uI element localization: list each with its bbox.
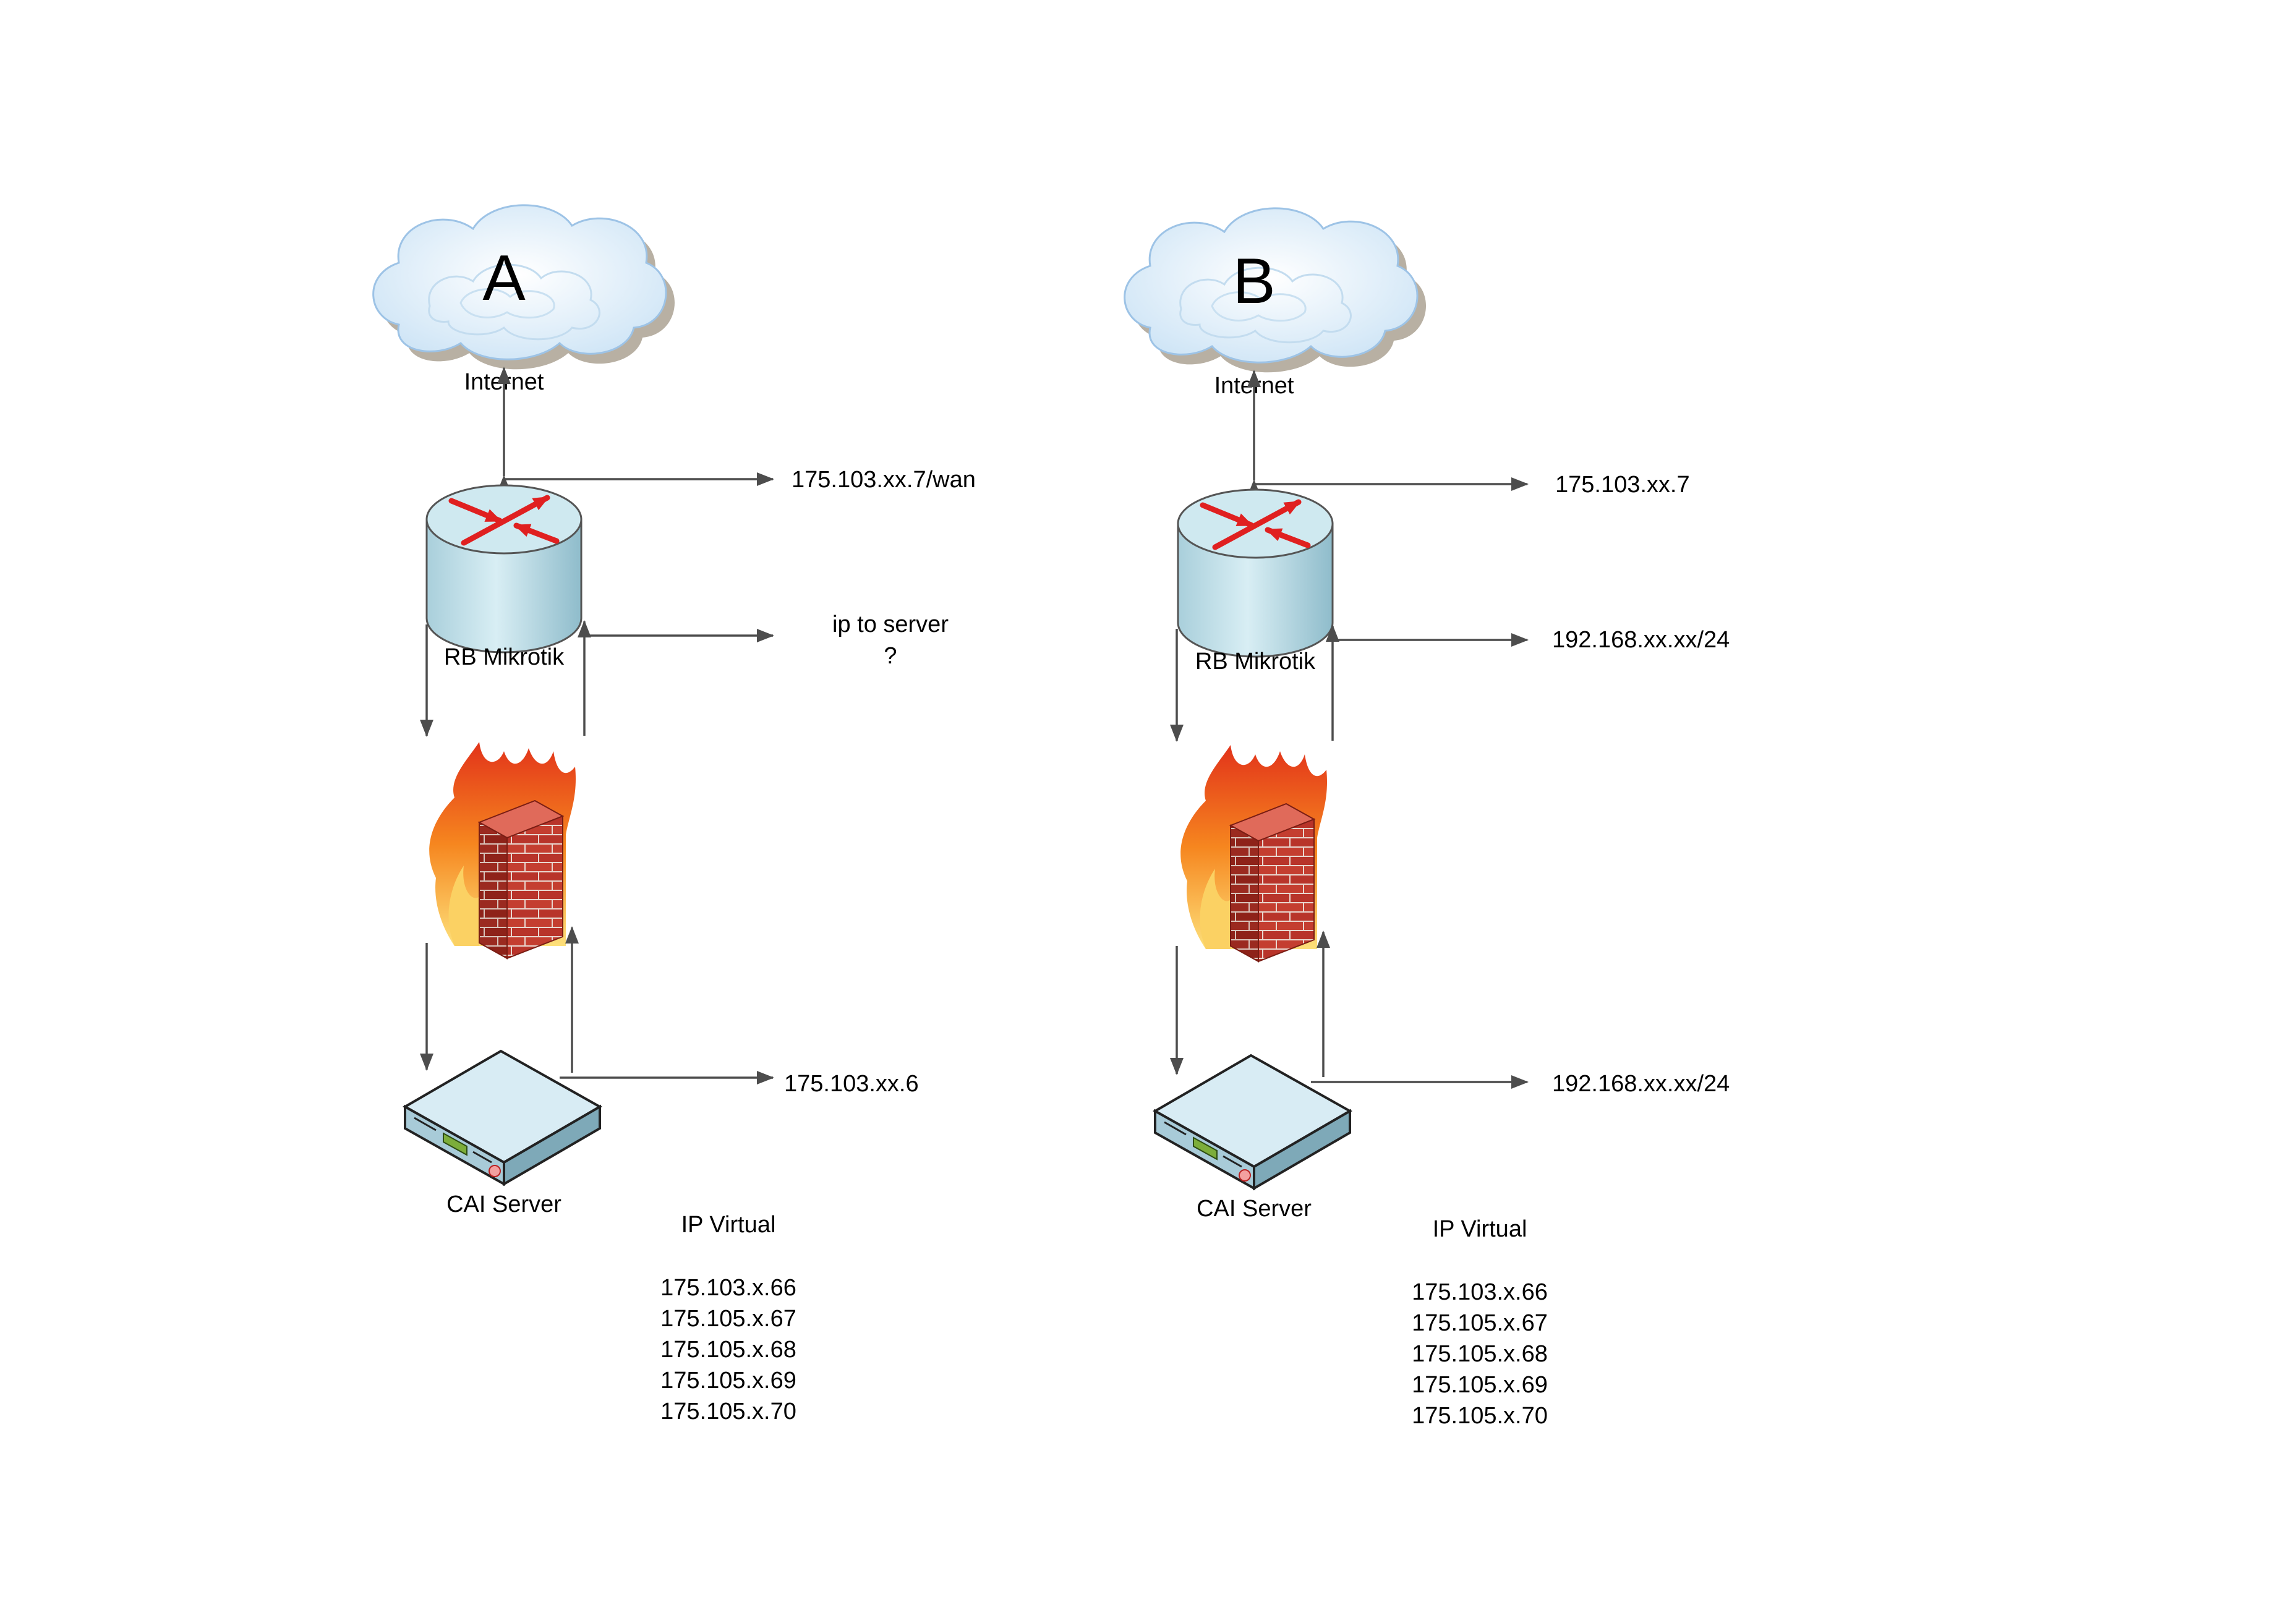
virtual-ip-item: 175.105.x.69 bbox=[1412, 1372, 1548, 1398]
router-lan-label-line1: ip to server bbox=[832, 611, 949, 637]
virtual-ip-item: 175.103.x.66 bbox=[660, 1275, 796, 1301]
virtual-ip-item: 175.103.x.66 bbox=[1412, 1279, 1548, 1305]
virtual-ip-item: 175.105.x.70 bbox=[660, 1399, 796, 1425]
virtual-ip-item: 175.105.x.70 bbox=[1412, 1403, 1548, 1429]
server-icon bbox=[1154, 1054, 1351, 1190]
virtual-ip-title: IP Virtual bbox=[1433, 1216, 1527, 1242]
panel-letter: B bbox=[1232, 245, 1275, 317]
router-lan-label-line2: ? bbox=[884, 643, 897, 669]
virtual-ip-item: 175.105.x.69 bbox=[660, 1368, 796, 1394]
firewall-icon bbox=[1180, 744, 1328, 962]
virtual-ip-item: 175.105.x.67 bbox=[1412, 1310, 1548, 1336]
virtual-ip-item: 175.105.x.68 bbox=[1412, 1341, 1548, 1367]
router-icon bbox=[427, 485, 581, 652]
server-ip: 175.103.xx.6 bbox=[784, 1071, 919, 1097]
router-wan-ip: 175.103.xx.7 bbox=[1555, 472, 1690, 498]
firewall-icon bbox=[429, 741, 577, 959]
router-lan-label-line1: 192.168.xx.xx/24 bbox=[1552, 627, 1730, 653]
router-label: RB Mikrotik bbox=[1195, 649, 1316, 675]
panel-letter: A bbox=[482, 242, 526, 314]
virtual-ip-title: IP Virtual bbox=[681, 1212, 776, 1238]
panel-b: B Internet RB Mikrotik 175.103.xx.7 192.… bbox=[1124, 207, 1730, 1429]
router-label: RB Mikrotik bbox=[444, 644, 565, 670]
server-label: CAI Server bbox=[1197, 1196, 1312, 1222]
server-label: CAI Server bbox=[446, 1191, 561, 1217]
router-icon bbox=[1178, 490, 1333, 657]
server-icon bbox=[404, 1050, 601, 1185]
virtual-ip-item: 175.105.x.68 bbox=[660, 1337, 796, 1363]
virtual-ip-item: 175.105.x.67 bbox=[660, 1306, 796, 1332]
router-wan-ip: 175.103.xx.7/wan bbox=[792, 467, 976, 493]
server-ip: 192.168.xx.xx/24 bbox=[1552, 1071, 1730, 1097]
panel-a: A Internet RB Mikrotik 175.103.xx.7/wan … bbox=[372, 204, 976, 1425]
